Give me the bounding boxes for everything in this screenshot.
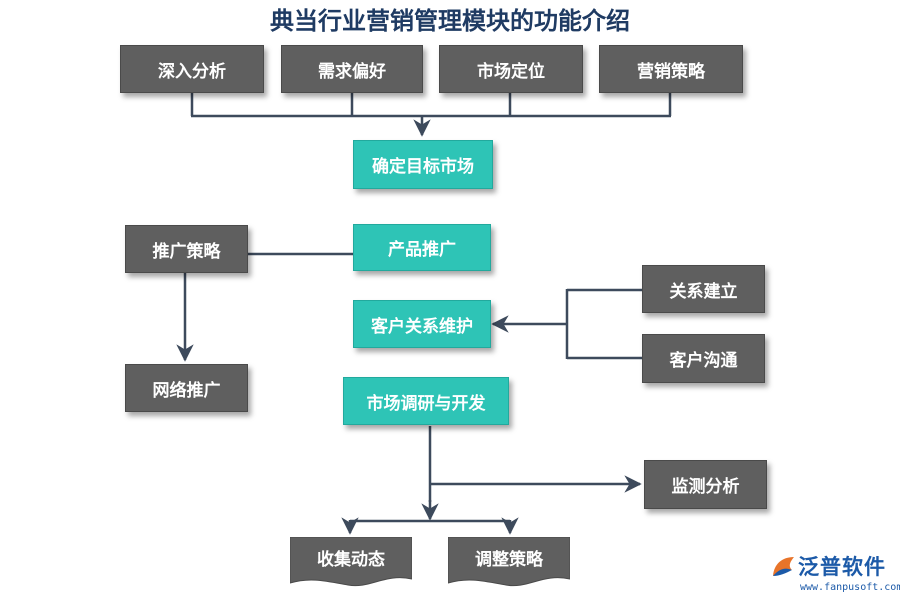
- customer-communication-box: 客户沟通: [642, 334, 765, 383]
- target-market-box: 确定目标市场: [353, 140, 493, 189]
- brand-logo: 泛普软件 www.fanpusoft.com: [770, 552, 900, 596]
- demand-preference-box: 需求偏好: [281, 45, 423, 93]
- marketing-strategy-box: 营销策略: [599, 45, 743, 93]
- customer-relationship-box: 客户关系维护: [353, 300, 491, 348]
- adjust-strategy-label: 调整策略: [475, 549, 543, 570]
- collect-dynamics-label: 收集动态: [317, 549, 385, 570]
- network-promotion-box: 网络推广: [125, 364, 248, 412]
- document-shape-icon: [290, 537, 412, 587]
- promotion-strategy-box: 推广策略: [125, 225, 248, 273]
- collect-dynamics-box: 收集动态: [290, 537, 412, 587]
- deep-analysis-box: 深入分析: [120, 45, 264, 93]
- brand-name: 泛普软件: [798, 555, 886, 579]
- monitoring-analysis-box: 监测分析: [644, 460, 767, 509]
- relationship-building-box: 关系建立: [642, 265, 765, 313]
- product-promotion-box: 产品推广: [353, 224, 491, 271]
- page-title: 典当行业营销管理模块的功能介绍: [270, 6, 630, 35]
- brand-url: www.fanpusoft.com: [800, 582, 900, 593]
- adjust-strategy-box: 调整策略: [448, 537, 570, 587]
- market-research-box: 市场调研与开发: [343, 377, 509, 425]
- document-shape-icon: [448, 537, 570, 587]
- brand-mark-icon: [773, 557, 794, 576]
- market-positioning-box: 市场定位: [439, 45, 583, 93]
